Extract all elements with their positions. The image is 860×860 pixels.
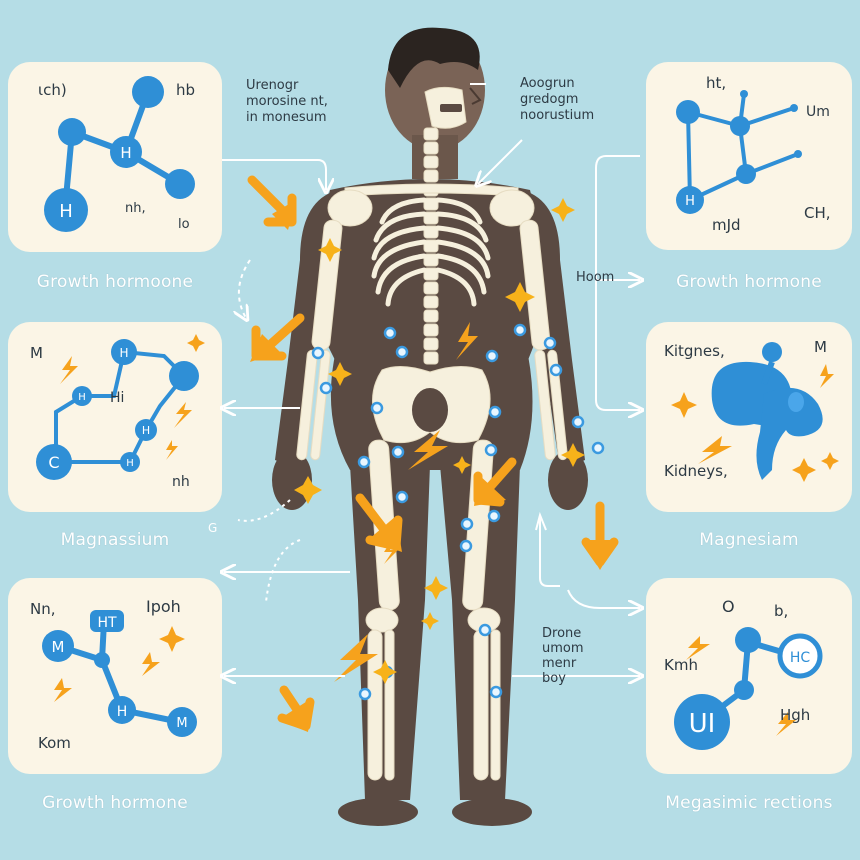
annotation-right-body: Hoom [576, 270, 615, 285]
annotation-line: umom [542, 641, 584, 656]
panel-label: CH, [804, 204, 831, 222]
annotation-line: Urenogr [246, 78, 299, 93]
atom-label: C [48, 453, 59, 472]
caption-mid-right: Magnesiam [699, 530, 799, 550]
annotation-line: Aoogrun [520, 76, 575, 91]
stray-label: G [208, 521, 217, 535]
panel-label: b, [774, 602, 788, 620]
molecule-bottom-right: HC UI O b, Kmh Hgh [664, 597, 823, 750]
atom-label: HC [790, 650, 811, 666]
annotation-line: noorustium [520, 108, 595, 123]
panel-label: ht, [706, 74, 726, 92]
panel-label: M [30, 344, 43, 362]
atom [132, 76, 164, 108]
lightning-icon [174, 402, 192, 428]
blue-particles [311, 323, 605, 701]
annotation-top-center-right: Aoogrun gredogm noorustium [520, 76, 636, 124]
lightning-bolts [334, 322, 478, 682]
kidney-illustration: Kitgnes, M Kidneys, [664, 338, 839, 482]
annotation-line: boy [542, 671, 566, 686]
panel-top-right [646, 62, 852, 250]
atom-label: UI [689, 709, 716, 739]
sparkles [294, 198, 585, 684]
panel-label: Kom [38, 734, 71, 752]
panel-label: ιch) [38, 81, 67, 99]
panel-label: nh, [125, 201, 146, 216]
atom [58, 118, 86, 146]
atom-label: H [126, 458, 134, 469]
panel-label: Ipoh [146, 597, 181, 616]
panel-label: Um [806, 104, 830, 120]
annotation-line: Drone [542, 626, 582, 641]
molecule-top-left: H H ιch) hb nh, lo [38, 76, 195, 232]
annotation-line: morosine nt, [246, 94, 328, 109]
connector-lines [222, 83, 640, 676]
panel-label: O [722, 597, 735, 616]
panel-label: Kmh [664, 656, 698, 674]
lightning-icon [166, 440, 178, 460]
hair [388, 27, 480, 88]
panel-label: Nn, [30, 600, 56, 618]
atom [165, 169, 195, 199]
caption-mid-left: Magnassium [60, 530, 170, 550]
spine [423, 127, 439, 365]
panel-label: mJd [712, 216, 741, 234]
panel-label: Kidneys, [664, 462, 728, 480]
molecule-bottom-left: M HT H M Nn, Ipoh Kom [30, 597, 197, 752]
caption-bottom-right: Megasimic rections [665, 793, 833, 813]
atom-label: H [78, 392, 86, 403]
annotation-line: in monesum [246, 110, 327, 125]
atom-label: H [117, 704, 128, 720]
atom-label: H [59, 201, 73, 222]
atom-label: M [176, 716, 187, 731]
annotation-lower-right-body: Drone umom menr boy [542, 626, 612, 686]
atom-label: HT [97, 615, 117, 631]
molecule-mid-left: H H H C H M Hi nh [30, 334, 205, 490]
panel-label: lo [178, 217, 190, 232]
annotation-line: gredogm [520, 92, 579, 107]
panel-label: Hi [110, 390, 124, 406]
atom-label: M [52, 638, 65, 656]
caption-top-left: Growth hormoone [36, 272, 194, 292]
panel-label: Kitgnes, [664, 342, 725, 360]
caption-top-right: Growth hormone [676, 272, 822, 292]
panel-label: nh [172, 474, 190, 490]
panel-bottom-right [646, 578, 852, 774]
atom-label: H [120, 144, 131, 162]
orange-arrow-heads [250, 200, 618, 732]
atom-label: H [119, 346, 128, 360]
annotation-line: menr [542, 656, 577, 671]
lightning-icon [60, 356, 78, 384]
atom-label: H [685, 194, 695, 209]
ribcage [371, 197, 491, 307]
atom-label: H [142, 424, 150, 437]
panel-label: hb [176, 81, 195, 99]
molecule-top-right: H ht, Um mJd CH, [676, 74, 831, 234]
caption-bottom-left: Growth hormone [42, 793, 188, 813]
atom [110, 136, 142, 168]
annotation-top-center-left: Urenogr morosine nt, in monesum [246, 78, 376, 126]
sparkle-small [187, 334, 205, 352]
panel-label: Hgh [780, 706, 810, 724]
panel-label: M [814, 338, 827, 356]
atom [44, 188, 88, 232]
